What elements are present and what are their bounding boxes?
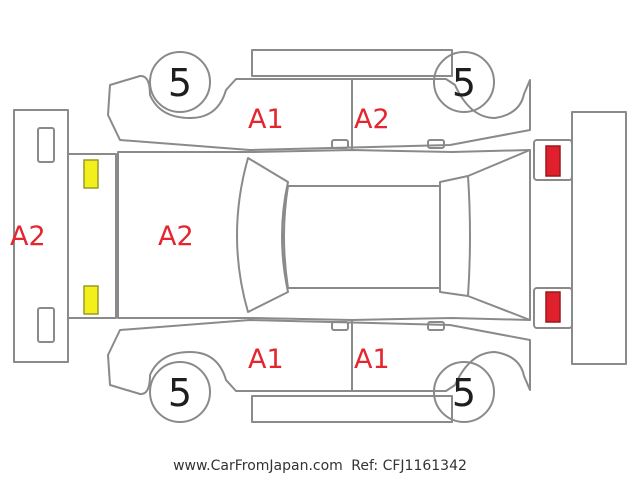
roof-outline — [283, 185, 441, 289]
front-bumper-detail-top — [37, 127, 55, 163]
tire-ring-top-left — [149, 51, 211, 113]
code-front-bumper: A2 — [10, 221, 46, 252]
code-front-right-door: A1 — [248, 344, 284, 375]
tire-rating-top-right: 5 — [452, 61, 476, 105]
rear-lamp-housing-top — [533, 139, 573, 181]
tire-rating-top-left: 5 — [168, 61, 192, 105]
code-rear-right-door: A1 — [354, 344, 390, 375]
code-rear-left-door: A2 — [354, 104, 390, 135]
tire-rating-bottom-right: 5 — [452, 371, 476, 415]
tire-ring-top-right — [433, 51, 495, 113]
rear-light-marker-bottom — [545, 291, 561, 323]
code-hood: A2 — [158, 221, 194, 252]
windshield-outline — [236, 157, 289, 313]
bottom-roof-strip — [251, 395, 453, 423]
bottom-side-profile — [107, 319, 531, 396]
footer-ref: Ref: CFJ1161342 — [351, 458, 467, 474]
rear-bumper-outline — [571, 111, 627, 365]
rear-light-marker-top — [545, 145, 561, 177]
tire-ring-bottom-right — [433, 361, 495, 423]
top-roof-strip — [251, 49, 453, 77]
bottom-rear-handle — [427, 321, 445, 331]
footer-reference: www.CarFromJapan.com Ref: CFJ1161342 — [0, 458, 640, 474]
front-light-strip — [67, 153, 117, 319]
front-light-marker-top — [83, 159, 99, 189]
tailgate-line — [467, 149, 531, 177]
rear-lamp-housing-bottom — [533, 287, 573, 329]
front-bumper-outline — [13, 109, 69, 363]
bottom-front-handle — [331, 321, 349, 331]
top-side-profile — [107, 74, 531, 151]
front-light-marker-bottom — [83, 285, 99, 315]
rear-window-outline — [439, 175, 471, 297]
code-front-left-door: A1 — [248, 104, 284, 135]
front-bumper-detail-bottom — [37, 307, 55, 343]
tailgate-line-bottom — [467, 295, 531, 321]
top-front-handle — [331, 139, 349, 149]
tire-rating-bottom-left: 5 — [168, 371, 192, 415]
top-rear-handle — [427, 139, 445, 149]
footer-site: www.CarFromJapan.com — [173, 458, 343, 474]
tire-ring-bottom-left — [149, 361, 211, 423]
